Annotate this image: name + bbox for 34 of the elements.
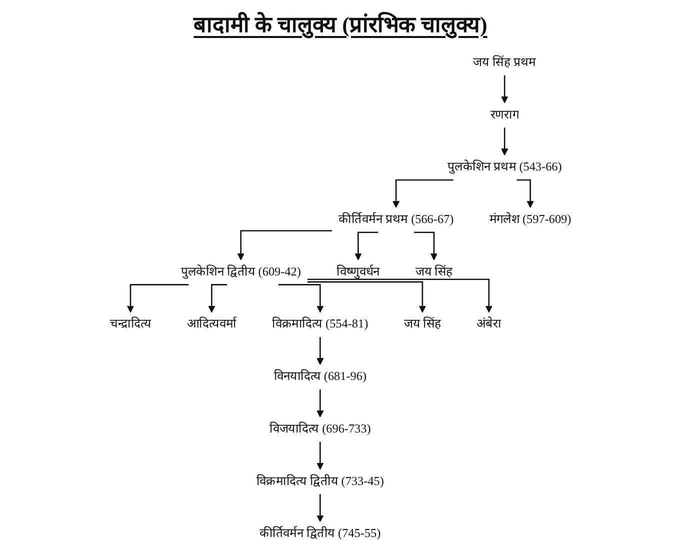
node-text: विनयादित्य (681-96) — [274, 370, 367, 384]
node-text: विष्णुवर्धन — [336, 266, 380, 279]
node-text: मंगलेश (597-609) — [489, 213, 572, 226]
arrow — [501, 74, 508, 104]
arrow — [516, 179, 534, 208]
node-text: विक्रमादित्य द्वितीय (733-45) — [256, 475, 384, 488]
arrow — [316, 441, 324, 470]
node-text: कीर्तिवर्मन प्रथम (566-67) — [338, 213, 454, 226]
arrow — [208, 284, 228, 313]
node-text: अंबेरा — [476, 318, 502, 331]
arrow — [501, 126, 508, 156]
node-text: जय सिंह — [415, 266, 453, 279]
arrow — [126, 284, 189, 313]
node-text: चन्द्रादित्य — [110, 318, 152, 331]
arrow — [392, 179, 454, 208]
arrow — [316, 494, 324, 522]
arrow — [237, 230, 332, 260]
arrow — [316, 388, 324, 418]
arrow — [307, 278, 492, 313]
arrow — [414, 232, 438, 260]
node-text: रणराग — [490, 108, 519, 122]
node-text: कीर्तिवर्मन द्वितीय (745-55) — [260, 527, 381, 540]
arrow — [307, 281, 426, 313]
node-text: जय सिंह प्रथम — [473, 56, 536, 70]
node-text: पुलकेशिन प्रथम (543-66) — [447, 160, 562, 174]
node-text: आदित्यवर्मा — [186, 318, 236, 331]
node-text: विक्रमादित्य (554-81) — [272, 318, 368, 331]
node-text: जय सिंह — [404, 318, 442, 331]
arrow — [278, 284, 324, 313]
arrow — [316, 336, 324, 365]
node-text: विजयादित्य (696-733) — [270, 422, 371, 436]
arrow — [354, 232, 378, 260]
diagram-title: बादामी के चालुक्य (प्रांरभिक चालुक्य) — [194, 10, 488, 38]
node-text: पुलकेशिन द्वितीय (609-42) — [180, 266, 301, 279]
